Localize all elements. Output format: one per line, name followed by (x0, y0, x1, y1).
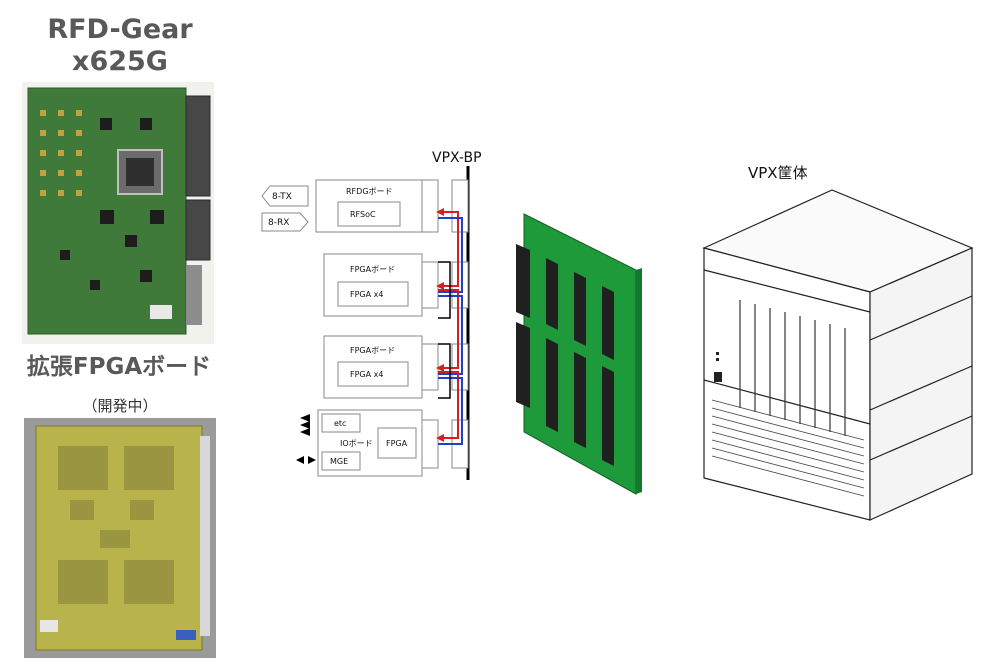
rx-label: 8-RX (268, 218, 289, 228)
vpx-chassis-render (702, 189, 974, 521)
fpga-x4-2-label: FPGA x4 (350, 370, 383, 379)
fpga-board-1-label: FPGAボード (350, 265, 395, 274)
io-small-arrows (296, 414, 316, 464)
rfsoc-box (337, 201, 401, 227)
mge-label: MGE (330, 457, 348, 466)
fpga-label: FPGA (386, 439, 408, 448)
rfsoc-label: RFSoC (350, 210, 376, 219)
fpga-x4-1-box (337, 281, 409, 307)
fpga-box (377, 427, 417, 459)
rx-arrow (261, 212, 309, 232)
tx-label: 8-TX (272, 192, 292, 202)
fpga-board-2-label: FPGAボード (350, 346, 395, 355)
chassis-title: VPX筐体 (748, 164, 808, 182)
expansion-board-title: 拡張FPGAボード (26, 354, 212, 380)
product-name-line2: x625G (72, 46, 168, 77)
in-development-label: （開発中） (82, 397, 158, 415)
io-board-label: IOボード (340, 439, 373, 448)
rfdg-board-label: RFDGボード (346, 187, 393, 196)
product-name-line1: RFD-Gear (47, 14, 193, 45)
backplane-title: VPX-BP (432, 150, 482, 166)
etc-label: etc (334, 419, 346, 428)
fpga-x4-1-label: FPGA x4 (350, 290, 383, 299)
mge-box (321, 451, 361, 471)
fpga-x4-2-box (337, 361, 409, 387)
tx-arrow (261, 185, 309, 207)
expansion-fpga-board-render (24, 418, 216, 658)
rfd-gear-board-photo (22, 82, 214, 344)
etc-box (321, 413, 361, 433)
block-diagram: 8-TX 8-RX RFDGボード RFSoC FPGAボード FPGA x4 … (261, 166, 470, 480)
vpx-backplane-render (516, 213, 642, 495)
